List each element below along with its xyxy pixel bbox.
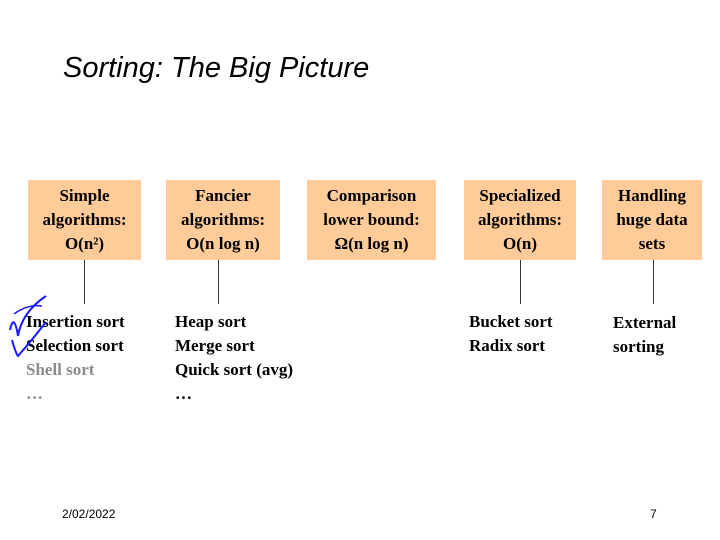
box-huge-data: Handling huge data sets	[602, 180, 702, 260]
list-item: Shell sort	[26, 360, 95, 379]
footer-date: 2/02/2022	[62, 507, 116, 521]
box-line: lower bound:	[323, 210, 420, 229]
connector-line	[653, 260, 654, 304]
box-line: Comparison	[326, 186, 417, 205]
connector-line	[520, 260, 521, 304]
box-comparison: Comparison lower bound: Ω(n log n)	[307, 180, 436, 260]
connector-line	[84, 260, 85, 304]
box-fancier: Fancier algorithms: O(n log n)	[166, 180, 280, 260]
list-item: Merge sort	[175, 336, 255, 355]
box-line: Ω(n log n)	[334, 234, 409, 253]
box-line: sets	[638, 234, 666, 253]
list-item: Selection sort	[26, 336, 124, 355]
list-item: …	[26, 384, 43, 403]
box-specialized: Specialized algorithms: O(n)	[464, 180, 576, 260]
list-huge-data: External sorting	[613, 311, 676, 359]
list-item: Bucket sort	[469, 312, 553, 331]
list-simple: Insertion sort Selection sort Shell sort…	[26, 310, 125, 406]
list-item: Quick sort (avg)	[175, 360, 294, 379]
list-fancier: Heap sort Merge sort Quick sort (avg) …	[175, 310, 293, 406]
box-line: Fancier	[195, 186, 251, 205]
box-line: algorithms:	[42, 210, 127, 229]
list-item: Radix sort	[469, 336, 546, 355]
connector-line	[218, 260, 219, 304]
slide-title: Sorting: The Big Picture	[63, 52, 370, 84]
list-item: Insertion sort	[26, 312, 125, 331]
box-line: algorithms:	[477, 210, 563, 229]
box-line: Specialized	[479, 186, 561, 205]
list-specialized: Bucket sort Radix sort	[469, 310, 553, 358]
box-line: O(n)	[503, 234, 537, 253]
list-item: …	[175, 384, 192, 403]
list-item: External	[613, 313, 677, 332]
box-line: O(n²)	[64, 234, 105, 253]
box-line: O(n log n)	[186, 234, 260, 253]
box-line: Simple	[59, 186, 110, 205]
handwritten-checkmarks-icon	[9, 295, 47, 358]
list-item: Heap sort	[175, 312, 247, 331]
box-line: Handling	[617, 186, 687, 205]
box-simple: Simple algorithms: O(n²)	[28, 180, 141, 260]
box-line: huge data	[616, 210, 688, 229]
list-item: sorting	[613, 337, 664, 356]
box-line: algorithms:	[180, 210, 266, 229]
page-number: 7	[650, 507, 657, 521]
